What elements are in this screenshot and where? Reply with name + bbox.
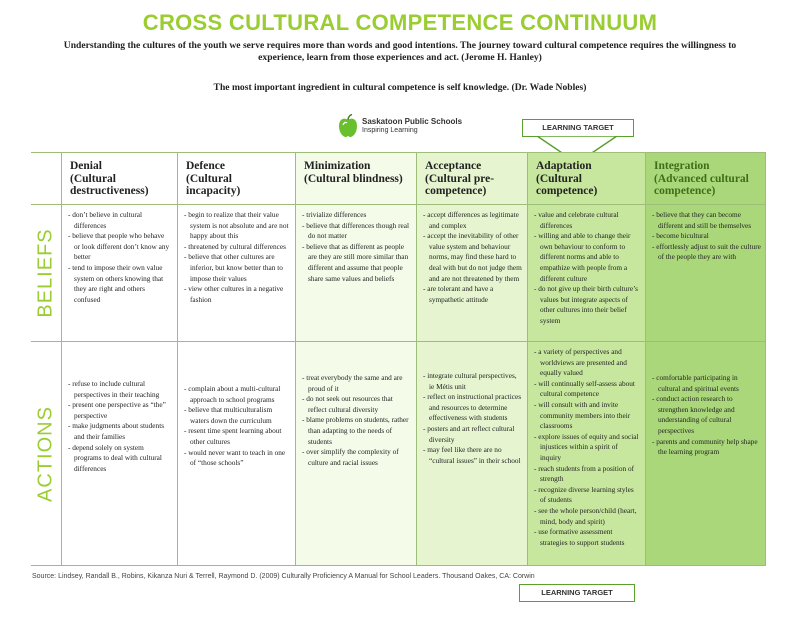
action-item: - integrate cultural perspectives, ie Mé… bbox=[423, 371, 517, 391]
stage-title: Denial bbox=[70, 160, 102, 172]
action-item: - conduct action research to strengthen … bbox=[652, 394, 735, 435]
action-item: - comfortable participating in cultural … bbox=[652, 373, 739, 393]
belief-item: - threatened by cultural differences bbox=[184, 241, 286, 251]
action-item: - posters and art reflect cultural diver… bbox=[423, 423, 515, 444]
apple-icon bbox=[338, 113, 358, 143]
beliefs-cell: - accept differences as legitimate and c… bbox=[417, 206, 527, 305]
actions-cell: - comfortable participating in cultural … bbox=[646, 369, 766, 458]
stage-header: Denial(Cultural destructiveness) bbox=[62, 152, 177, 204]
action-item: - treat everybody the same and are proud… bbox=[302, 373, 403, 393]
belief-item: - believe that they can become different… bbox=[652, 210, 752, 230]
action-item: - make judgments about students and thei… bbox=[68, 421, 165, 441]
actions-cell: - treat everybody the same and are proud… bbox=[296, 369, 416, 468]
belief-item: - believe that people who behave or look… bbox=[68, 231, 170, 262]
belief-item: - believe that differences though real d… bbox=[302, 220, 410, 241]
action-item: - refuse to include cultural perspective… bbox=[68, 379, 160, 399]
stage-column: Acceptance(Cultural pre-competence) - acc… bbox=[416, 152, 527, 566]
source-citation: Source: Lindsey, Randall B., Robins, Kik… bbox=[32, 573, 535, 580]
continuum-table: BELIEFS ACTIONS Denial(Cultural destruct… bbox=[31, 152, 766, 566]
stage-title: Adaptation bbox=[536, 160, 592, 172]
action-item: - a variety of perspectives and worldvie… bbox=[534, 347, 627, 378]
logo-name: Saskatoon Public Schools bbox=[362, 117, 463, 126]
learning-target-top: LEARNING TARGET bbox=[522, 119, 638, 164]
learning-target-bottom: LEARNING TARGET bbox=[519, 584, 635, 602]
secondary-quote: The most important ingredient in cultura… bbox=[213, 82, 587, 93]
learning-target-label: LEARNING TARGET bbox=[522, 119, 634, 137]
belief-item: - effortlessly adjust to suit the cultur… bbox=[652, 241, 761, 262]
stage-column: Denial(Cultural destructiveness)- don’t … bbox=[61, 152, 177, 566]
belief-item: - don’t believe in cultural differences bbox=[68, 210, 143, 230]
down-arrow-icon bbox=[537, 136, 617, 164]
action-item: - blame problems on students, rather tha… bbox=[302, 415, 409, 446]
belief-item: - are tolerant and have a sympathetic at… bbox=[423, 284, 494, 304]
page-title: CROSS CULTURAL COMPETENCE CONTINUUM bbox=[142, 10, 658, 35]
action-item: - recognize diverse learning styles of s… bbox=[534, 484, 634, 505]
stage-column: Integration(Advanced cultural competence… bbox=[645, 152, 766, 566]
stage-column: Adaptation(Cultural competence) - value a… bbox=[527, 152, 645, 566]
action-item: - complain about a multi-cultural approa… bbox=[184, 384, 281, 404]
stage-title: Minimization bbox=[304, 160, 371, 172]
action-item: - may feel like there are no “cultural i… bbox=[423, 445, 521, 465]
stage-header: Acceptance(Cultural pre-competence) bbox=[417, 152, 527, 204]
action-item: - believe that multiculturalism waters d… bbox=[184, 405, 273, 425]
belief-item: - trivialize differences bbox=[302, 210, 367, 219]
action-item: - see the whole person/child (heart, min… bbox=[534, 505, 637, 526]
action-item: - reach students from a position of stre… bbox=[534, 463, 635, 484]
beliefs-cell: - trivialize differences- believe that d… bbox=[296, 206, 416, 284]
beliefs-cell: - value and celebrate cultural differenc… bbox=[528, 206, 645, 327]
action-item: - do not seek out resources that reflect… bbox=[302, 394, 393, 414]
beliefs-cell: - don’t believe in cultural differences-… bbox=[62, 206, 177, 305]
stage-column: Minimization(Cultural blindness)- trivia… bbox=[295, 152, 416, 566]
stage-subtitle: (Cultural pre-competence) bbox=[425, 172, 495, 198]
corner-cell bbox=[31, 152, 62, 204]
stage-header: Defence(Cultural incapacity) bbox=[178, 152, 295, 204]
stage-title: Defence bbox=[186, 160, 225, 172]
belief-item: - view other cultures in a negative fash… bbox=[184, 284, 284, 304]
row-label-actions: ACTIONS bbox=[31, 341, 62, 566]
beliefs-cell: - begin to realize that their value syst… bbox=[178, 206, 295, 305]
action-item: - reflect on instructional practices and… bbox=[423, 392, 522, 423]
belief-item: - begin to realize that their value syst… bbox=[184, 210, 289, 241]
belief-item: - accept the inevitability of other valu… bbox=[423, 231, 522, 283]
stage-subtitle: (Advanced cultural competence) bbox=[654, 172, 749, 198]
stage-subtitle: (Cultural incapacity) bbox=[186, 172, 241, 198]
belief-item: - become bicultural bbox=[652, 231, 709, 241]
belief-item: - value and celebrate cultural differenc… bbox=[534, 210, 619, 230]
row-label-beliefs: BELIEFS bbox=[31, 204, 62, 341]
stage-header: Adaptation(Cultural competence) bbox=[528, 152, 645, 204]
action-item: - depend solely on system programs to de… bbox=[68, 442, 162, 473]
action-item: - over simplify the complexity of cultur… bbox=[302, 447, 399, 467]
action-item: - present one perspective as “the” persp… bbox=[68, 400, 166, 420]
actions-cell: - integrate cultural perspectives, ie Mé… bbox=[417, 367, 527, 466]
belief-item: - accept differences as legitimate and c… bbox=[423, 210, 519, 230]
belief-item: - do not give up their birth culture’s v… bbox=[534, 284, 638, 325]
stage-title: Integration bbox=[654, 160, 710, 172]
action-item: - use formative assessment strategies to… bbox=[534, 527, 625, 547]
action-item: - resent time spent learning about other… bbox=[184, 426, 282, 446]
belief-item: - believe that other cultures are inferi… bbox=[184, 252, 283, 283]
actions-cell: - a variety of perspectives and worldvie… bbox=[528, 343, 645, 548]
belief-item: - believe that as different as people ar… bbox=[302, 241, 409, 283]
beliefs-cell: - believe that they can become different… bbox=[646, 206, 766, 263]
belief-item: - tend to impose their own value system … bbox=[68, 262, 164, 304]
action-item: - would never want to teach in one of “t… bbox=[184, 447, 286, 468]
stage-subtitle: (Cultural blindness) bbox=[304, 172, 403, 185]
stage-column: Defence(Cultural incapacity) - begin to r… bbox=[177, 152, 295, 566]
stage-header: Integration(Advanced cultural competence… bbox=[646, 152, 766, 204]
action-item: - will continually self-assess about cul… bbox=[534, 378, 635, 399]
logo-tagline: Inspiring Learning bbox=[362, 127, 418, 134]
actions-cell: - refuse to include cultural perspective… bbox=[62, 375, 177, 474]
stage-header: Minimization(Cultural blindness) bbox=[296, 152, 416, 204]
stage-subtitle: (Cultural destructiveness) bbox=[70, 172, 149, 198]
action-item: - parents and community help shape the l… bbox=[652, 436, 758, 457]
stage-subtitle: (Cultural competence) bbox=[536, 172, 598, 198]
belief-item: - willing and able to change their own b… bbox=[534, 231, 631, 283]
action-item: - will consult with and invite community… bbox=[534, 399, 631, 431]
intro-quote: Understanding the cultures of the youth … bbox=[63, 40, 737, 63]
actions-cell: - complain about a multi-cultural approa… bbox=[178, 380, 295, 469]
stage-title: Acceptance bbox=[425, 160, 482, 172]
action-item: - explore issues of equity and social in… bbox=[534, 431, 639, 462]
